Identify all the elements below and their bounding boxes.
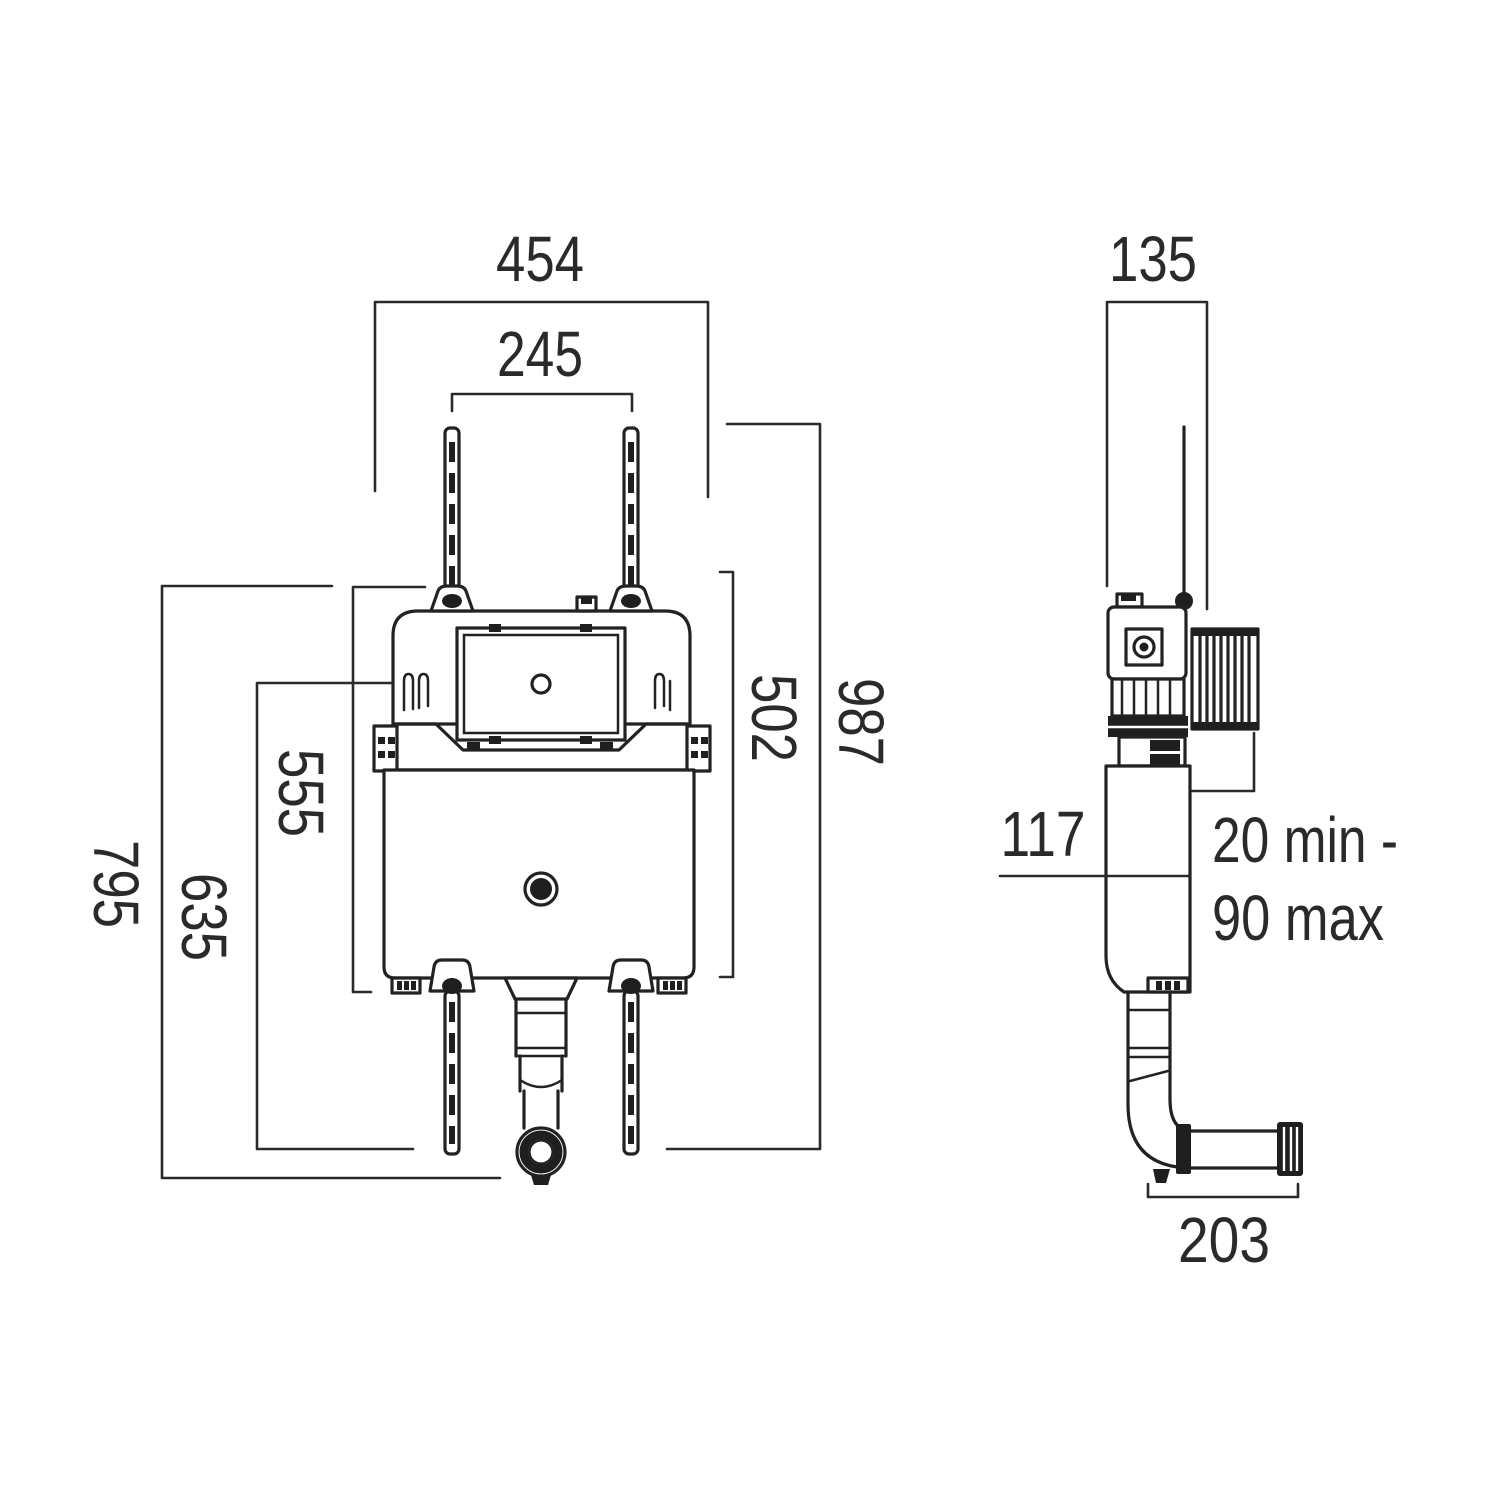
dim-line-203: [1146, 1182, 1300, 1199]
dim-label-245: 245: [497, 318, 583, 390]
front-dimension-lines: [160, 300, 822, 1180]
dim-line-135: [1105, 300, 1209, 611]
dim-label-90max: 90 max: [1212, 882, 1384, 954]
dim-line-502: [718, 570, 735, 979]
front-view: 454 245 987 502 555 635 795: [80, 223, 897, 1185]
wall-adjust-block: [1190, 627, 1260, 731]
top-threaded-rods: [443, 426, 640, 604]
bottom-threaded-rods: [428, 958, 655, 1156]
inlet-valve-box: [1106, 592, 1188, 768]
left-fixing-plate: [372, 724, 399, 773]
outlet-elbow: [1126, 990, 1303, 1183]
dim-label-502: 502: [738, 674, 810, 762]
panel-hole: [530, 673, 552, 695]
dim-line-987: [665, 422, 822, 1151]
access-panel: [455, 624, 627, 744]
dim-label-987: 987: [825, 678, 897, 766]
dim-label-454: 454: [496, 223, 584, 295]
top-mounting-tabs: [429, 584, 654, 613]
dim-label-117: 117: [1001, 798, 1086, 870]
dim-label-203: 203: [1178, 1204, 1270, 1276]
dim-line-795: [160, 584, 502, 1180]
right-fixing-plate: [685, 724, 712, 773]
dim-line-555: [351, 585, 427, 994]
lower-tank: [382, 768, 696, 995]
side-threaded-rod: [1175, 425, 1193, 610]
dim-label-20min: 20 min -: [1212, 804, 1398, 876]
dim-line-454: [373, 300, 710, 499]
flush-outlet-pipe: [503, 976, 579, 1185]
dim-label-135: 135: [1109, 223, 1197, 295]
side-dimension-lines: [1105, 300, 1300, 1199]
dim-line-635: [255, 681, 415, 1151]
side-claw-marks: [402, 672, 672, 712]
dim-line-245: [450, 392, 634, 413]
dim-label-795: 795: [80, 840, 152, 928]
dim-label-635: 635: [168, 873, 240, 961]
tank-side-profile: [998, 764, 1192, 994]
adjust-leader-line: [1190, 731, 1256, 793]
dim-label-555: 555: [265, 749, 337, 837]
side-view: 135 117 20 min - 90 max 203: [998, 223, 1398, 1276]
